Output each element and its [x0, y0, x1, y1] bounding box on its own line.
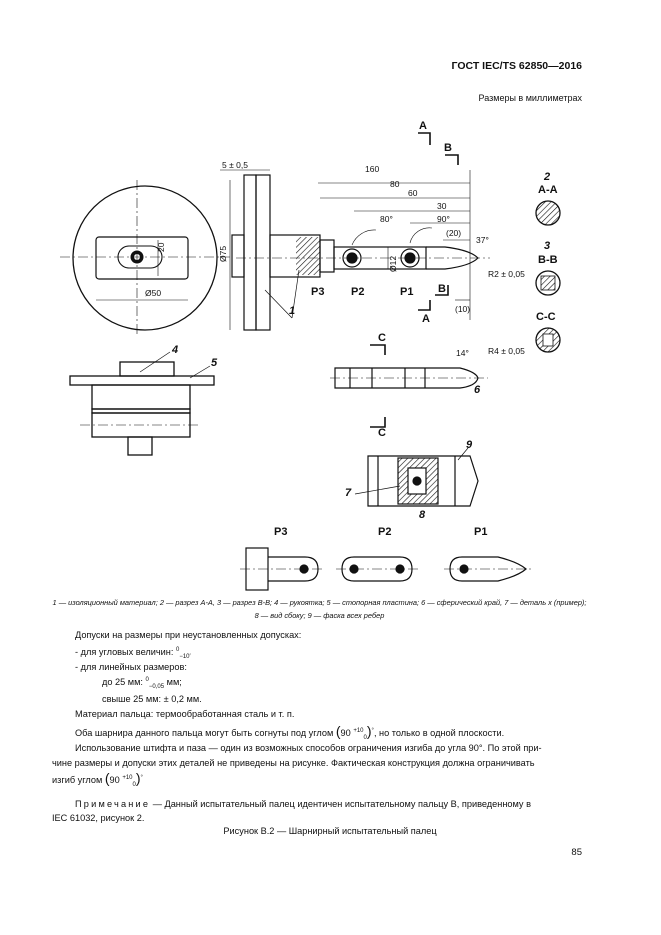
label-aa: A-A	[538, 184, 558, 196]
dim-20: 20	[156, 242, 166, 252]
r4: R4 ± 0,05	[488, 346, 525, 356]
dim-30: 30	[437, 201, 447, 211]
label-p1: P1	[400, 286, 413, 298]
dia-12: Ø12	[388, 256, 398, 272]
dim-5: 5 ± 0,5	[222, 160, 248, 170]
units-note: Размеры в миллиметрах	[478, 93, 582, 103]
part-p1	[444, 556, 532, 582]
note-line-2: IEC 61032, рисунок 2.	[52, 813, 145, 823]
label-7: 7	[345, 487, 352, 499]
label-5: 5	[211, 357, 218, 369]
label-6: 6	[474, 384, 481, 396]
note-line-1: Примечание — Данный испытательный палец …	[75, 799, 531, 809]
label-p2-part: P2	[378, 526, 391, 538]
mark-a-top: A	[419, 120, 427, 132]
dim-80: 80	[390, 179, 400, 189]
dim-20p: (20)	[446, 228, 461, 238]
material-note: Материал пальца: термообработанная сталь…	[75, 709, 295, 719]
mark-b-top: B	[444, 142, 452, 154]
mark-c-top: C	[378, 332, 386, 344]
dia-75: Ø75	[218, 246, 228, 262]
label-bb: B-B	[538, 254, 558, 266]
page-number: 85	[571, 847, 582, 858]
pin-line-1: Использование штифта и паза — один из во…	[75, 743, 542, 753]
angular-tolerance: - для угловых величин: 0−10′	[75, 647, 191, 660]
tolerance-title: Допуски на размеры при неустановленных д…	[75, 630, 302, 640]
dia-50: Ø50	[145, 288, 161, 298]
detail-view	[354, 447, 479, 507]
label-p3: P3	[311, 286, 324, 298]
dim-60: 60	[408, 188, 418, 198]
ang-90: 90°	[437, 214, 450, 224]
mark-b-bottom: B	[438, 283, 446, 295]
handle-view	[69, 351, 215, 456]
label-4: 4	[171, 344, 178, 356]
label-p2: P2	[351, 286, 364, 298]
standard-number: ГОСТ IEC/TS 62850—2016	[451, 60, 582, 72]
finger-side-view	[330, 344, 488, 428]
label-2: 2	[543, 171, 550, 183]
mark-c-bottom: C	[378, 427, 386, 439]
bend-statement: Оба шарнира данного пальца могут быть со…	[75, 723, 505, 742]
part-p2	[336, 556, 418, 582]
over25-tolerance: свыше 25 мм: ± 0,2 мм.	[102, 694, 202, 704]
part-p3	[240, 547, 324, 591]
ang-80: 80°	[380, 214, 393, 224]
label-p1-part: P1	[474, 526, 487, 538]
dim-10p: (10)	[455, 304, 470, 314]
mark-a-bottom: A	[422, 313, 430, 325]
technical-drawing: 5 ± 0,5 160 80 60 30 (20) 80° 90° 37° R2…	[60, 120, 561, 591]
r2: R2 ± 0,05	[488, 269, 525, 279]
pin-line-3: изгиб углом (90 +100)°	[52, 770, 143, 789]
upto25-tolerance: до 25 мм: 0−0,05 мм;	[102, 677, 182, 690]
ang-14: 14°	[456, 348, 469, 358]
label-8: 8	[419, 509, 426, 521]
label-1: 1	[289, 305, 295, 317]
front-view	[60, 180, 230, 335]
label-9: 9	[466, 439, 473, 451]
figure-legend: 1 — изоляционный материал; 2 — разрез А-…	[52, 598, 587, 620]
label-3: 3	[544, 240, 550, 252]
pin-line-2: чине размеры и допуски этих деталей не п…	[52, 758, 535, 768]
ang-37: 37°	[476, 235, 489, 245]
linear-tolerance-title: - для линейных размеров:	[75, 662, 187, 672]
dim-160: 160	[365, 164, 379, 174]
figure-caption: Рисунок В.2 — Шарнирный испытательный па…	[223, 826, 437, 836]
section-bb	[535, 270, 561, 296]
section-cc	[535, 327, 561, 353]
label-cc: C-C	[536, 311, 556, 323]
label-p3-part: P3	[274, 526, 287, 538]
side-view	[220, 132, 490, 331]
section-aa	[535, 200, 561, 226]
